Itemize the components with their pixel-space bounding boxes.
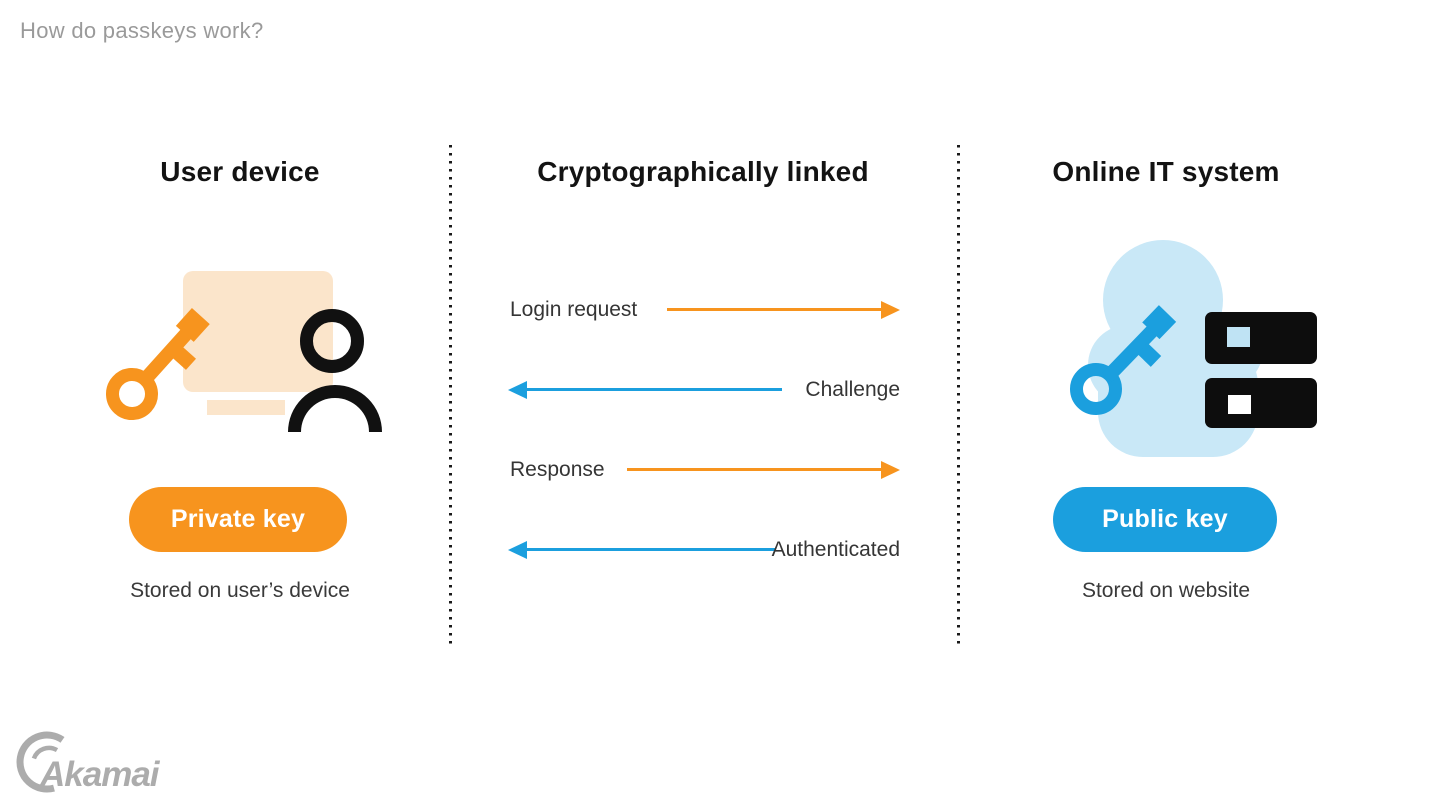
public-key-badge: Public key xyxy=(1053,487,1277,552)
flow-arrow-authenticated xyxy=(526,548,775,551)
online-system-illustration xyxy=(1070,240,1317,457)
arrow-right-icon xyxy=(881,461,900,479)
arrow-right-icon xyxy=(881,301,900,319)
akamai-logo-inner-arc xyxy=(31,745,59,760)
private-key-caption: Stored on user’s device xyxy=(130,579,350,602)
flow-arrow-login-request xyxy=(667,308,882,311)
user-device-illustration xyxy=(106,271,382,432)
akamai-logo-swoosh xyxy=(16,731,65,793)
private-key-badge: Private key xyxy=(129,487,347,552)
monitor-icon xyxy=(183,271,333,392)
user-icon xyxy=(288,309,382,432)
monitor-stand-icon xyxy=(207,400,285,415)
flow-arrow-response xyxy=(627,468,882,471)
flow-label-login-request: Login request xyxy=(510,298,638,321)
page-title: How do passkeys work? xyxy=(20,18,264,43)
flow-arrow-challenge xyxy=(526,388,782,391)
akamai-logo: Akamai xyxy=(16,731,162,794)
divider-dotted-right xyxy=(957,145,960,645)
header-user-device: User device xyxy=(160,156,320,187)
private-key-icon xyxy=(106,308,210,420)
public-key-caption: Stored on website xyxy=(1081,579,1251,602)
arrow-left-icon xyxy=(508,381,527,399)
server-icon xyxy=(1205,312,1317,428)
header-crypto-linked: Cryptographically linked xyxy=(537,156,869,187)
flow-label-challenge: Challenge xyxy=(805,378,900,401)
divider-dotted-left xyxy=(449,145,452,645)
flow-label-response: Response xyxy=(510,458,605,481)
public-key-icon xyxy=(1070,305,1177,415)
arrow-left-icon xyxy=(508,541,527,559)
header-online-system: Online IT system xyxy=(1052,156,1280,187)
akamai-logo-text: Akamai xyxy=(39,755,161,794)
flow-label-authenticated: Authenticated xyxy=(771,538,900,561)
